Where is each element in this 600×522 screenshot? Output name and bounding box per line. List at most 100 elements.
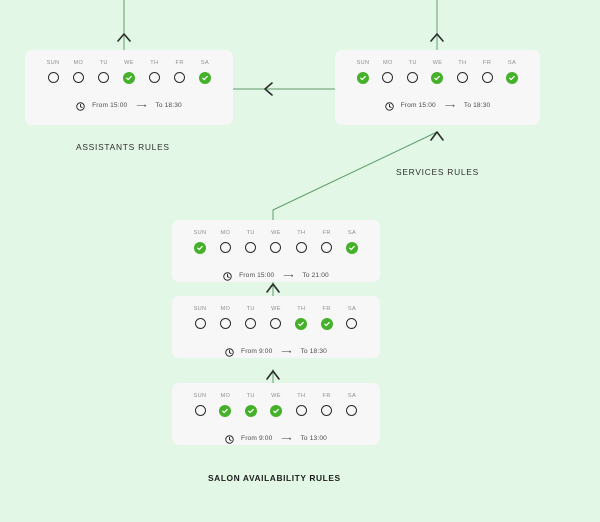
day-toggle-tu[interactable]: TU bbox=[241, 393, 261, 417]
day-toggle-th[interactable]: TH bbox=[452, 60, 472, 84]
day-toggle-fr[interactable]: FR bbox=[317, 393, 337, 417]
day-label: TH bbox=[297, 306, 306, 312]
check-icon[interactable] bbox=[320, 317, 333, 330]
toggle-circle-icon[interactable] bbox=[346, 404, 358, 416]
day-label: SA bbox=[347, 230, 357, 236]
time-range-row[interactable]: From 15:00 ⟶ To 18:30 bbox=[335, 98, 540, 116]
day-toggle-tu[interactable]: TU bbox=[403, 60, 423, 84]
toggle-circle-icon[interactable] bbox=[407, 71, 419, 83]
toggle-circle-icon[interactable] bbox=[295, 241, 307, 253]
check-icon[interactable] bbox=[431, 71, 444, 84]
check-icon[interactable] bbox=[269, 404, 282, 417]
toggle-circle-icon[interactable] bbox=[194, 404, 206, 416]
check-icon[interactable] bbox=[244, 404, 257, 417]
day-toggle-row: SUN MO TU WE TH bbox=[335, 60, 540, 84]
assistants-rules-label: ASSISTANTS RULES bbox=[76, 142, 170, 152]
time-range-row[interactable]: From 15:00 ⟶ To 21:00 bbox=[172, 268, 380, 286]
arrow-right-icon: ⟶ bbox=[281, 349, 292, 357]
toggle-circle-icon[interactable] bbox=[245, 317, 257, 329]
day-toggle-sa[interactable]: SA bbox=[342, 393, 362, 417]
day-toggle-th[interactable]: TH bbox=[291, 230, 311, 254]
check-icon[interactable] bbox=[345, 241, 358, 254]
toggle-circle-icon[interactable] bbox=[321, 241, 333, 253]
day-label: FR bbox=[322, 230, 331, 236]
day-toggle-sun[interactable]: SUN bbox=[43, 60, 63, 84]
day-toggle-fr[interactable]: FR bbox=[170, 60, 190, 84]
day-toggle-sun[interactable]: SUN bbox=[190, 393, 210, 417]
day-toggle-row: SUN MO TU WE TH bbox=[172, 393, 380, 417]
salon-rule-card-3[interactable]: SUN MO TU WE TH bbox=[172, 383, 380, 445]
toggle-circle-icon[interactable] bbox=[481, 71, 493, 83]
day-toggle-tu[interactable]: TU bbox=[94, 60, 114, 84]
toggle-circle-icon[interactable] bbox=[245, 241, 257, 253]
time-range-row[interactable]: From 15:00 ⟶ To 18:30 bbox=[25, 98, 233, 116]
day-toggle-we[interactable]: WE bbox=[266, 393, 286, 417]
time-range-row[interactable]: From 9:00 ⟶ To 18:30 bbox=[172, 344, 380, 362]
day-label: MO bbox=[220, 393, 231, 399]
day-label: SUN bbox=[193, 230, 207, 236]
time-range-row[interactable]: From 9:00 ⟶ To 13:00 bbox=[172, 431, 380, 449]
day-toggle-mo[interactable]: MO bbox=[215, 306, 235, 330]
day-toggle-mo[interactable]: MO bbox=[215, 393, 235, 417]
day-toggle-sun[interactable]: SUN bbox=[190, 306, 210, 330]
check-icon[interactable] bbox=[219, 404, 232, 417]
day-toggle-fr[interactable]: FR bbox=[317, 230, 337, 254]
check-icon[interactable] bbox=[357, 71, 369, 84]
day-toggle-mo[interactable]: MO bbox=[378, 60, 398, 84]
check-icon[interactable] bbox=[194, 241, 206, 254]
day-toggle-mo[interactable]: MO bbox=[68, 60, 88, 84]
day-toggle-tu[interactable]: TU bbox=[241, 306, 261, 330]
day-toggle-sa[interactable]: SA bbox=[195, 60, 215, 84]
day-toggle-sun[interactable]: SUN bbox=[353, 60, 373, 84]
toggle-circle-icon[interactable] bbox=[194, 317, 206, 329]
salon-rule-card-1[interactable]: SUN MO TU WE TH FR bbox=[172, 220, 380, 282]
day-toggle-we[interactable]: WE bbox=[427, 60, 447, 84]
toggle-circle-icon[interactable] bbox=[382, 71, 394, 83]
toggle-circle-icon[interactable] bbox=[219, 317, 231, 329]
day-label: MO bbox=[220, 230, 231, 236]
toggle-circle-icon[interactable] bbox=[98, 71, 110, 83]
time-from: From 15:00 bbox=[92, 102, 128, 110]
day-toggle-we[interactable]: WE bbox=[266, 230, 286, 254]
day-label: SUN bbox=[193, 306, 207, 312]
toggle-circle-icon[interactable] bbox=[295, 404, 307, 416]
day-toggle-sa[interactable]: SA bbox=[342, 230, 362, 254]
toggle-circle-icon[interactable] bbox=[174, 71, 186, 83]
day-toggle-th[interactable]: TH bbox=[144, 60, 164, 84]
time-from: From 9:00 bbox=[241, 435, 273, 443]
day-label: TH bbox=[297, 393, 306, 399]
time-to: To 18:30 bbox=[155, 102, 182, 110]
day-label: WE bbox=[271, 393, 281, 399]
check-icon[interactable] bbox=[198, 71, 211, 84]
toggle-circle-icon[interactable] bbox=[148, 71, 160, 83]
toggle-circle-icon[interactable] bbox=[270, 317, 282, 329]
day-toggle-fr[interactable]: FR bbox=[477, 60, 497, 84]
check-icon[interactable] bbox=[505, 71, 518, 84]
day-toggle-tu[interactable]: TU bbox=[241, 230, 261, 254]
day-toggle-mo[interactable]: MO bbox=[215, 230, 235, 254]
services-rule-card[interactable]: SUN MO TU WE TH bbox=[335, 50, 540, 125]
day-toggle-sun[interactable]: SUN bbox=[190, 230, 210, 254]
assistants-rule-card[interactable]: SUN MO TU WE TH FR bbox=[25, 50, 233, 125]
toggle-circle-icon[interactable] bbox=[456, 71, 468, 83]
day-toggle-we[interactable]: WE bbox=[266, 306, 286, 330]
day-toggle-sa[interactable]: SA bbox=[342, 306, 362, 330]
day-label: FR bbox=[483, 60, 492, 66]
toggle-circle-icon[interactable] bbox=[47, 71, 59, 83]
day-toggle-fr[interactable]: FR bbox=[317, 306, 337, 330]
toggle-circle-icon[interactable] bbox=[346, 317, 358, 329]
arrow-right-icon: ⟶ bbox=[444, 103, 455, 111]
day-toggle-we[interactable]: WE bbox=[119, 60, 139, 84]
day-toggle-th[interactable]: TH bbox=[291, 306, 311, 330]
salon-rule-card-2[interactable]: SUN MO TU WE TH FR bbox=[172, 296, 380, 358]
day-toggle-th[interactable]: TH bbox=[291, 393, 311, 417]
toggle-circle-icon[interactable] bbox=[321, 404, 333, 416]
clock-icon bbox=[223, 268, 232, 286]
arrow-right-icon: ⟶ bbox=[283, 273, 294, 281]
check-icon[interactable] bbox=[122, 71, 135, 84]
day-toggle-sa[interactable]: SA bbox=[502, 60, 522, 84]
toggle-circle-icon[interactable] bbox=[72, 71, 84, 83]
toggle-circle-icon[interactable] bbox=[219, 241, 231, 253]
check-icon[interactable] bbox=[295, 317, 308, 330]
toggle-circle-icon[interactable] bbox=[270, 241, 282, 253]
